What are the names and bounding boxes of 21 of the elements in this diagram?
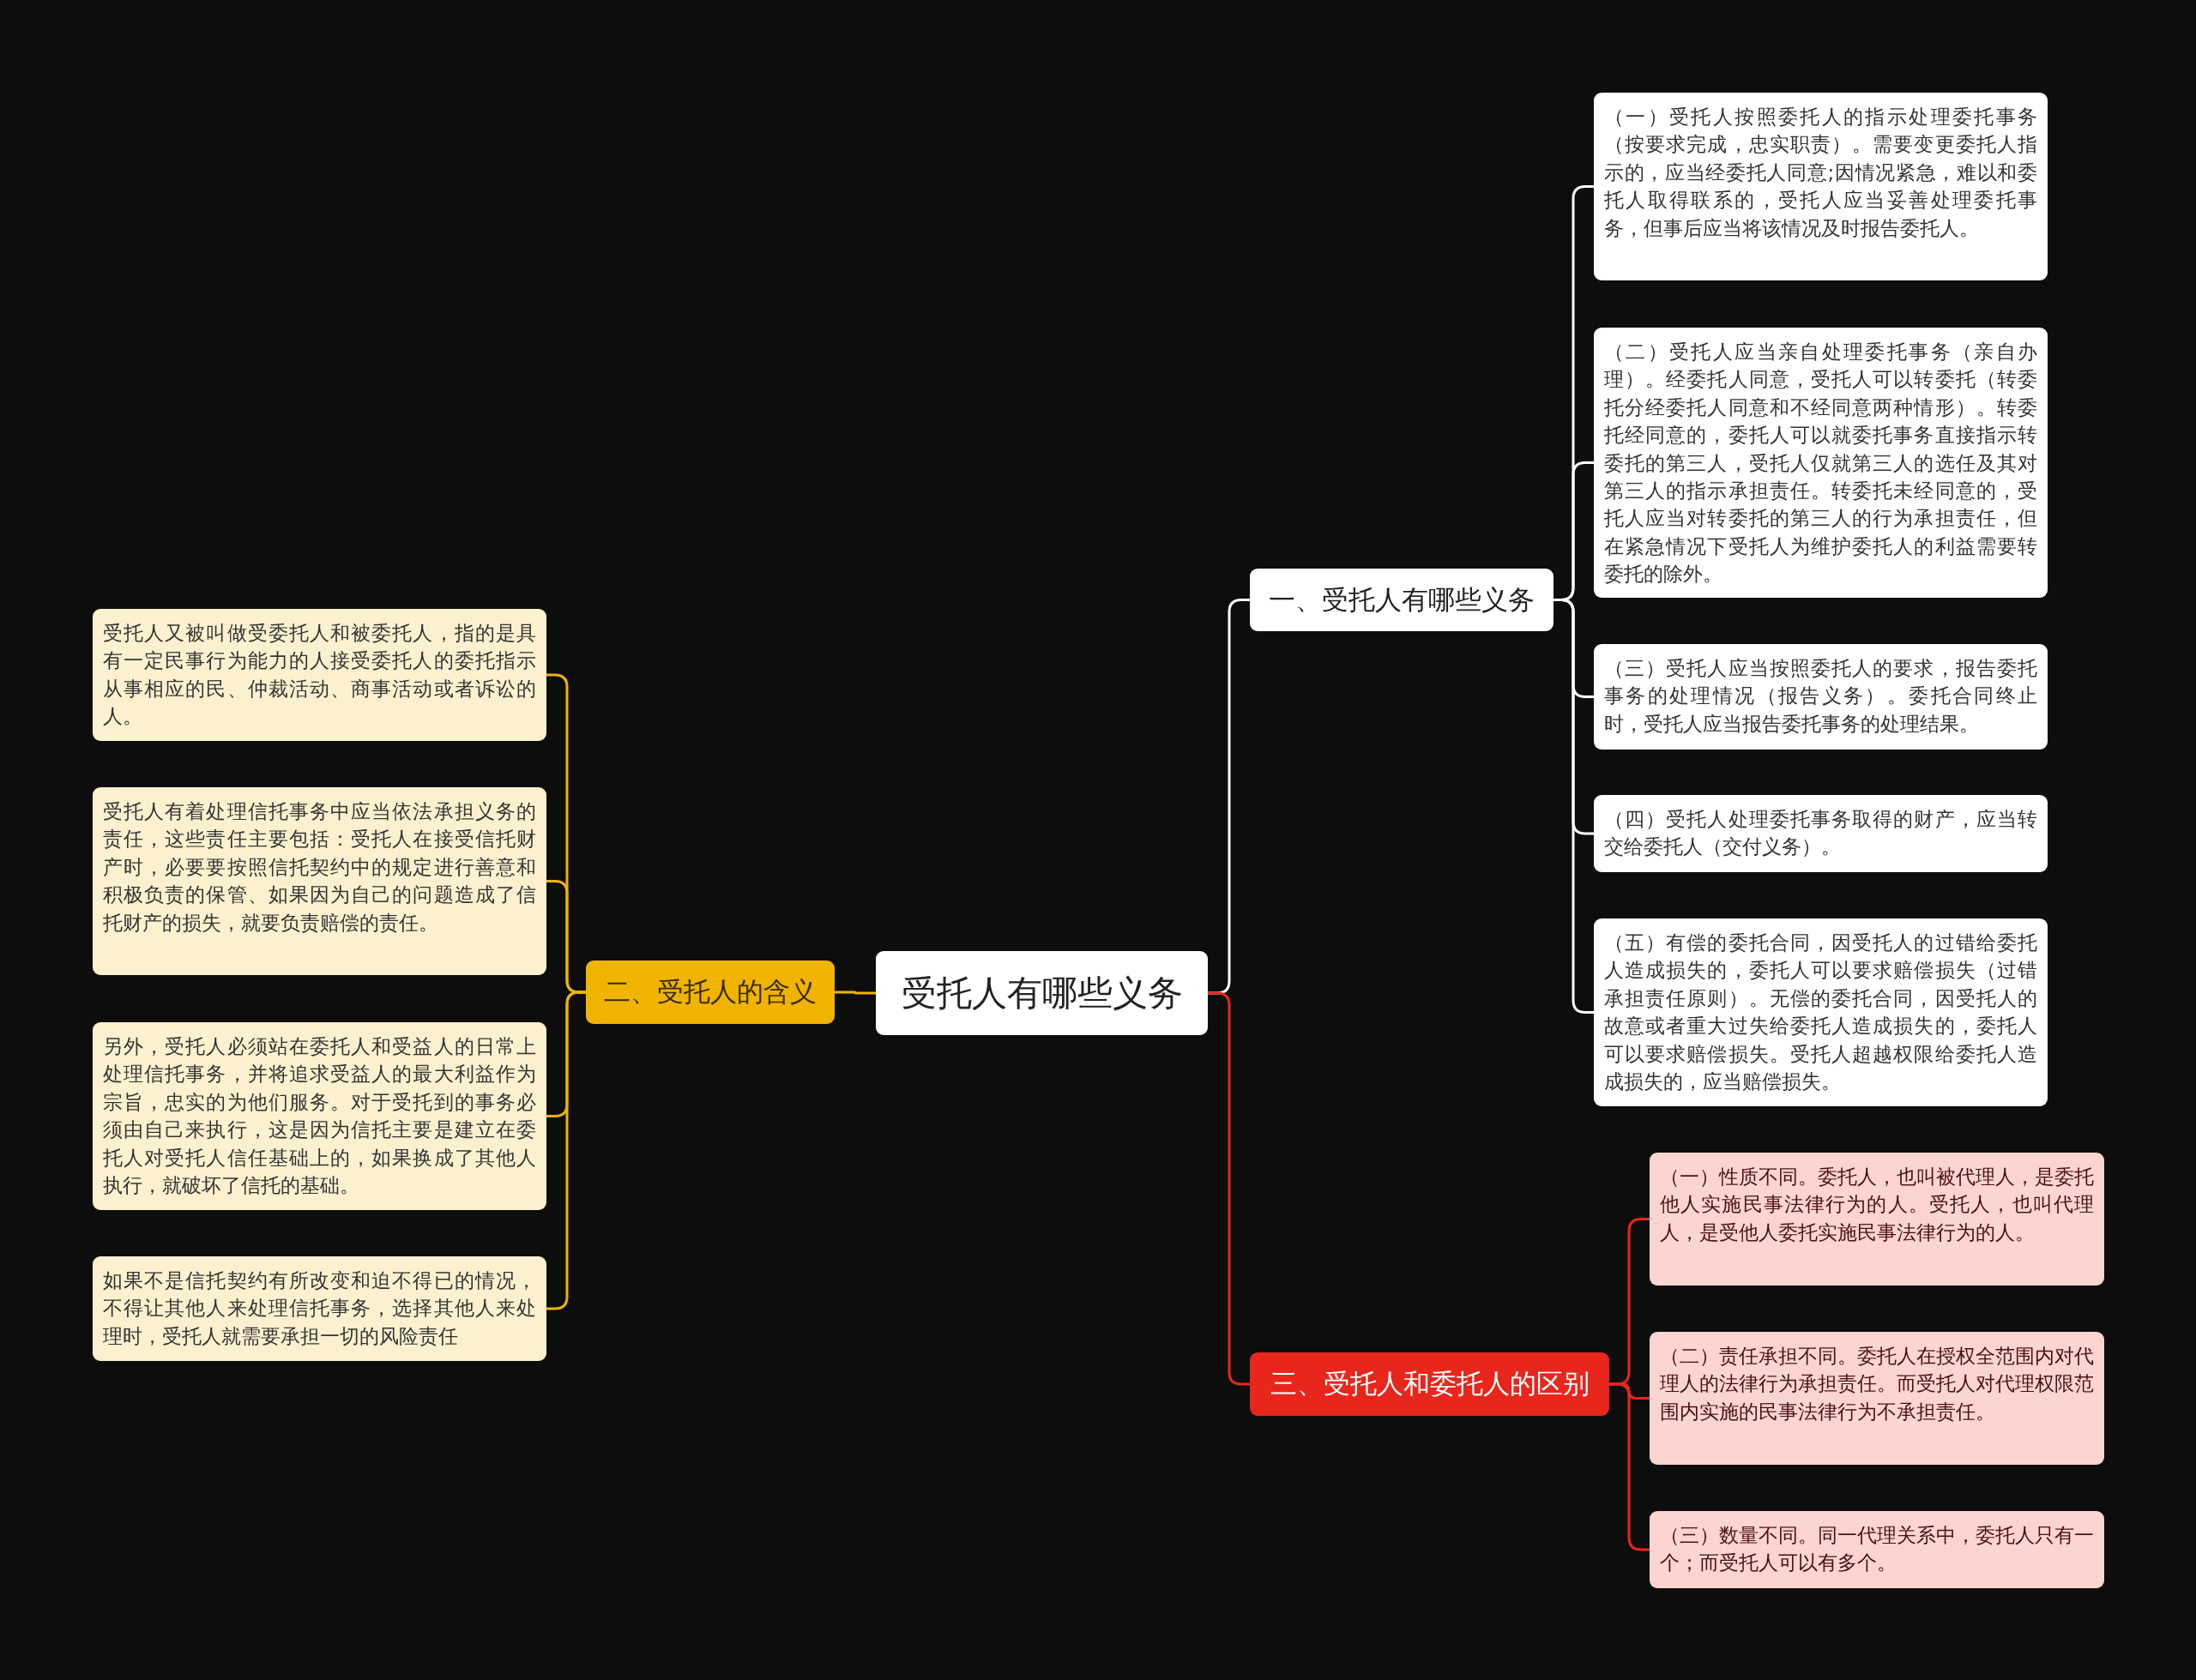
text-card: （二）受托人应当亲自处理委托事务（亲自办理）。经委托人同意，受托人可以转委托（转委托分经委托人同意和不经同意两种情形）。转委托经同意的，委托人可以就委托事务直接指示转委托的第三人，受托人仅就第三人的选任及其对第三人的指示承担责任。转委托未经同意的，受托人应当对转委托的第三人的行为承担责任，但在紧急情况下受托人为维护委托人的利益需要转委托的除外。 xyxy=(1594,328,2048,598)
text-card: （三）数量不同。同一代理关系中，委托人只有一个；而受托人可以有多个。 xyxy=(1650,1511,2104,1588)
connector-line xyxy=(546,991,586,1310)
branch-topic-box: 二、受托人的含义 xyxy=(586,960,835,1024)
connector-line xyxy=(1609,1382,1650,1551)
text-card: 受托人有着处理信托事务中应当依法承担义务的责任，这些责任主要包括：受托人在接受信托财产时，必要要按照信托契约中的规定进行善意和积极负责的保管、如果因为自己的问题造成了信托财产的损失，就要负责赔偿的责任。 xyxy=(93,787,546,975)
branch-topic-box: 一、受托人有哪些义务 xyxy=(1250,569,1553,631)
connector-line xyxy=(835,991,876,995)
connector-line xyxy=(1208,991,1250,1386)
branch-topic-box: 三、受托人和委托人的区别 xyxy=(1250,1352,1609,1416)
text-card: 受托人又被叫做受委托人和被委托人，指的是具有一定民事行为能力的人接受委托人的委托指示从事相应的民、仲裁活动、商事活动或者诉讼的人。 xyxy=(93,609,546,741)
text-card: （三）受托人应当按照委托人的要求，报告委托事务的处理情况（报告义务）。委托合同终止时，受托人应当报告委托事务的处理结果。 xyxy=(1594,644,2048,750)
text-card: 另外，受托人必须站在委托人和受益人的日常上处理信托事务，并将追求受益人的最大利益作为宗旨，忠实的为他们服务。对于受托到的事务必须由自己来执行，这是因为信托主要是建立在委托人对受托人信任基础上的，如果换成了其他人执行，就破坏了信托的基础。 xyxy=(93,1022,546,1210)
text-card: 如果不是信托契约有所改变和迫不得已的情况，不得让其他人来处理信托事务，选择其他人来处理时，受托人就需要承担一切的风险责任 xyxy=(93,1256,546,1361)
text-card: （一）受托人按照委托人的指示处理委托事务（按要求完成，忠实职责）。需要变更委托人指示的，应当经委托人同意;因情况紧急，难以和委托人取得联系的，受托人应当妥善处理委托事务，但事后应当将该情况及时报告委托人。 xyxy=(1594,93,2048,280)
central-topic-box: 受托人有哪些义务 xyxy=(876,951,1208,1035)
text-card: （五）有偿的委托合同，因受托人的过错给委托人造成损失的，委托人可以要求赔偿损失（过错承担责任原则）。无偿的委托合同，因受托人的故意或者重大过失给委托人造成损失的，委托人可以要求赔偿损失。受托人超越权限给委托人造成损失的，应当赔偿损失。 xyxy=(1594,918,2048,1106)
connector-line xyxy=(1553,599,1594,1014)
text-card: （二）责任承担不同。委托人在授权全范围内对代理人的法律行为承担责任。而受托人对代理权限范围内实施的民事法律行为不承担责任。 xyxy=(1650,1332,2104,1465)
text-card: （一）性质不同。委托人，也叫被代理人，是委托他人实施民事法律行为的人。受托人，也叫代理人，是受他人委托实施民事法律行为的人。 xyxy=(1650,1153,2104,1286)
text-card: （四）受托人处理委托事务取得的财产，应当转交给委托人（交付义务）。 xyxy=(1594,795,2048,872)
